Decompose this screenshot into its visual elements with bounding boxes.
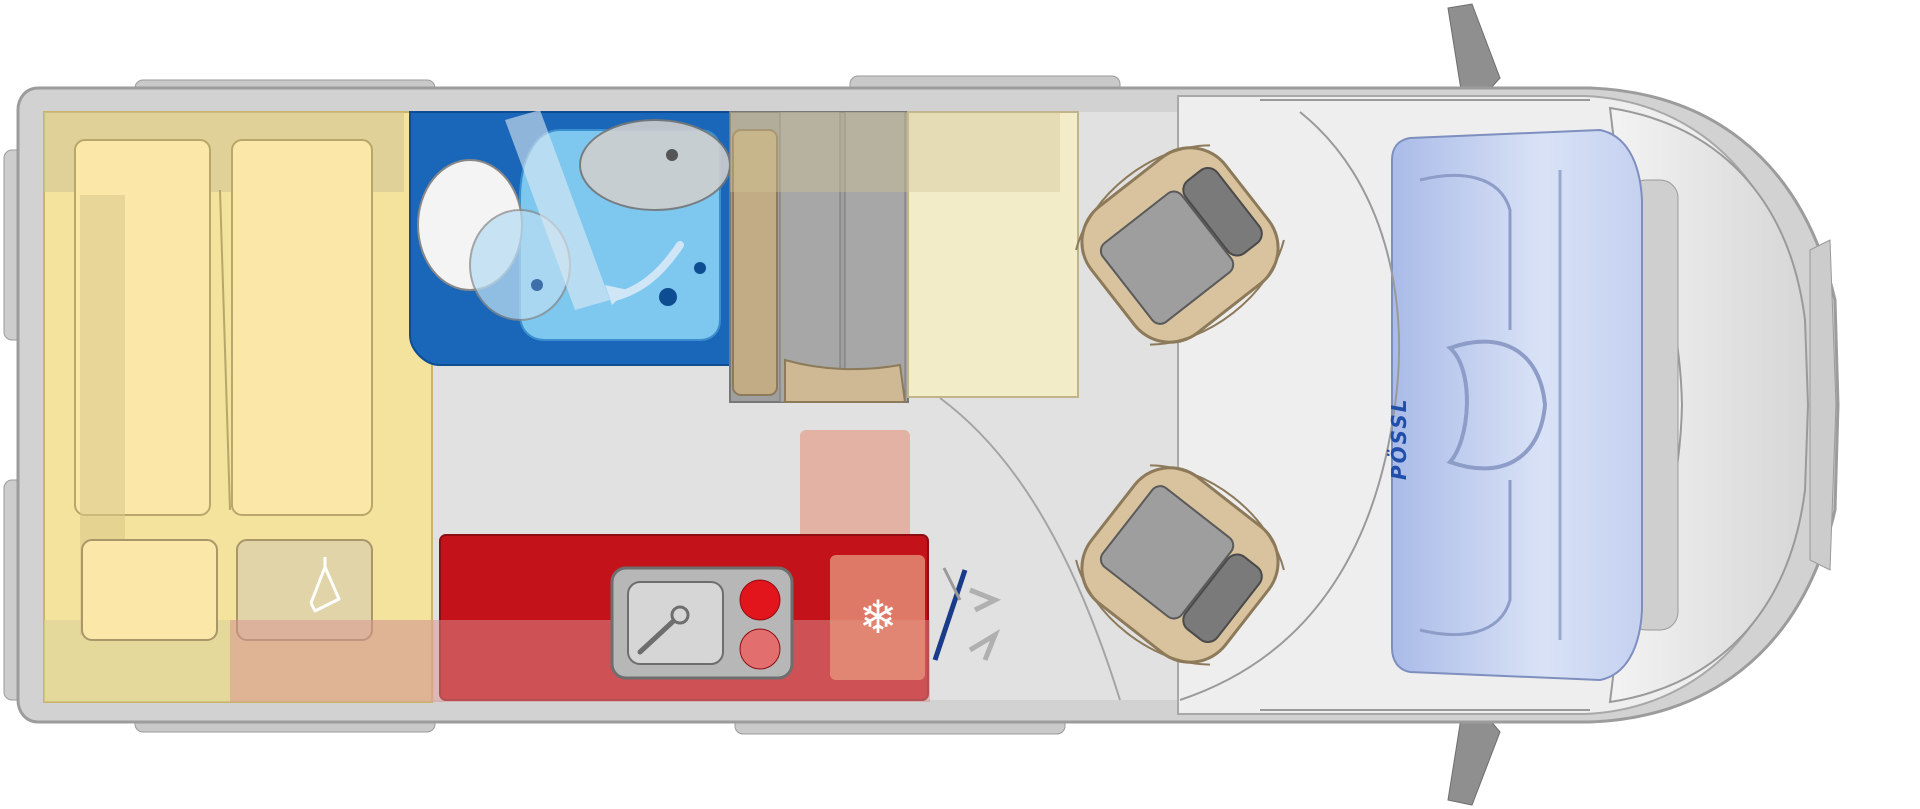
snowflake-icon: ❄	[859, 590, 898, 644]
bathroom	[409, 110, 731, 366]
washbasin	[579, 119, 731, 211]
fridge	[830, 555, 925, 680]
hob-burner-1	[739, 579, 781, 621]
counter-overlay	[230, 620, 930, 702]
washbasin-drain	[666, 149, 678, 161]
bench-armrest	[732, 129, 778, 396]
table-overlay	[730, 112, 1060, 192]
kitchen: ❄	[230, 534, 930, 702]
passenger-seat	[1075, 144, 1285, 346]
mirror-top	[1447, 3, 1501, 101]
driver-seat	[1075, 464, 1285, 666]
swing-arrowhead	[605, 285, 628, 305]
bench-cushion	[784, 358, 907, 403]
swivel-arrows-icon	[932, 567, 1002, 661]
brand-logo: PÖSSL	[1387, 398, 1411, 481]
basin-drain	[531, 279, 543, 291]
mattress-fold	[219, 189, 231, 511]
rear-bed	[43, 111, 434, 703]
dashboard	[1391, 128, 1643, 682]
faucet-head	[670, 605, 690, 625]
steering-wheel	[1446, 339, 1548, 471]
dinette	[729, 111, 1079, 540]
bench-seat-1	[779, 111, 841, 403]
dinette-table	[907, 111, 1079, 398]
dinette-step	[800, 430, 910, 540]
dash-console	[1419, 173, 1512, 637]
hob-burner-2	[739, 628, 781, 670]
mattress-right	[231, 139, 373, 516]
floor-divider-curve	[1179, 111, 1401, 701]
shower-drain-1	[659, 288, 677, 306]
bench-seat-2	[844, 111, 906, 403]
shower-drain-2	[694, 262, 706, 274]
basin-swing-arm	[505, 110, 610, 310]
storage-box-left	[81, 539, 218, 641]
front-bumper	[1809, 239, 1837, 571]
aisle-curve	[939, 397, 1121, 701]
hanger-icon	[309, 557, 341, 613]
